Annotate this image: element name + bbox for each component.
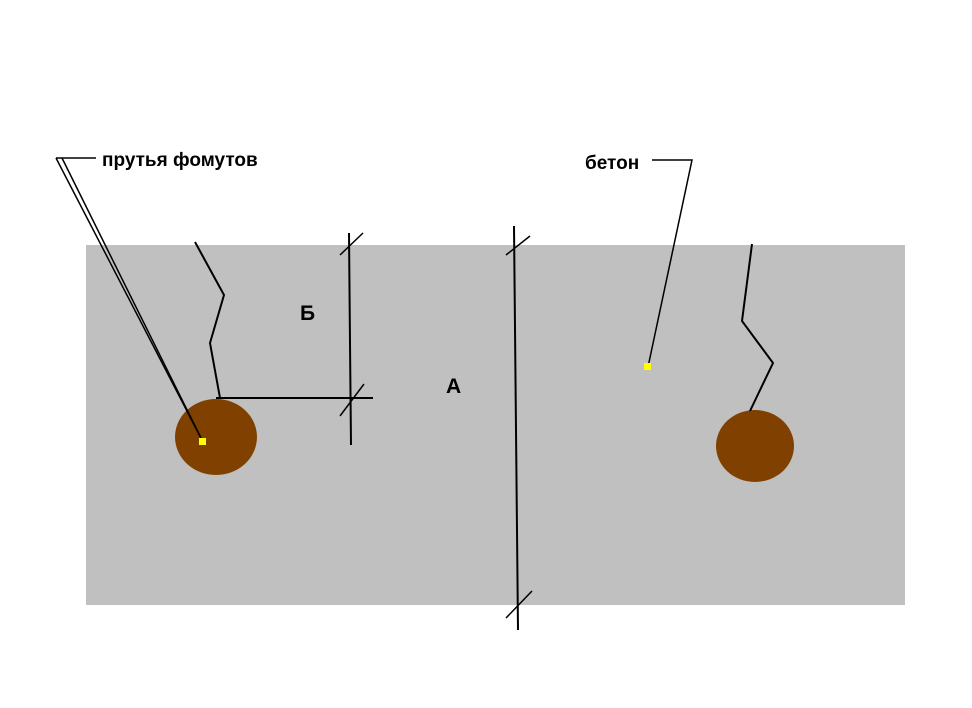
dimension-a-line xyxy=(513,225,519,631)
dimension-a-tick-bottom xyxy=(505,590,533,619)
concrete-leader-line xyxy=(647,159,693,368)
dimension-b-label: Б xyxy=(300,302,315,325)
rebar-label: прутья фомутов xyxy=(102,150,258,171)
rebar-leader-diagonal-2 xyxy=(61,157,204,443)
concrete-label: бетон xyxy=(585,153,639,174)
break-line-left xyxy=(194,241,226,399)
dimension-b-line xyxy=(348,232,352,446)
dimension-b-tick-top xyxy=(339,232,364,256)
dimension-a-tick-top xyxy=(505,235,531,256)
dimension-b-tick-bottom xyxy=(339,383,365,417)
rebar-right xyxy=(716,410,794,482)
dimension-a-label: А xyxy=(446,375,461,398)
rebar-leader-diagonal xyxy=(55,157,204,443)
concrete-marker xyxy=(644,363,651,370)
rebar-marker xyxy=(199,438,206,445)
rebar-left xyxy=(175,399,257,475)
break-line-right xyxy=(740,243,775,412)
